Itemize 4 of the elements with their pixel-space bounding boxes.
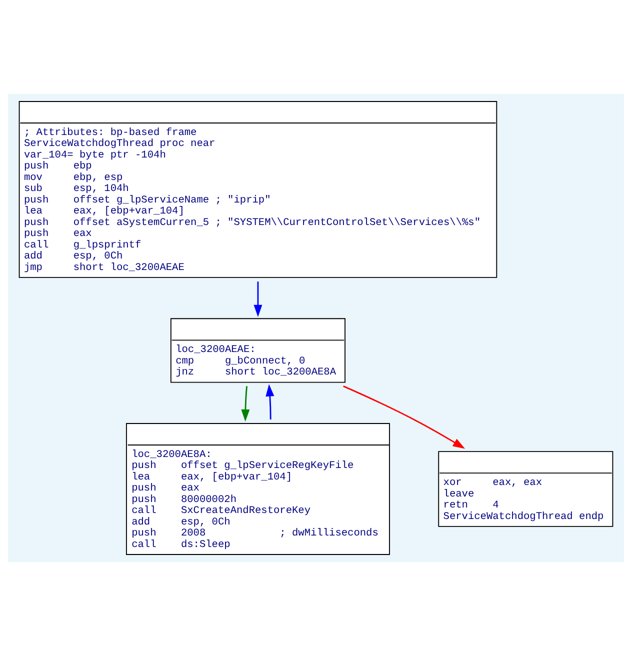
arrow [266, 384, 274, 420]
arrow [343, 386, 466, 449]
arrow [254, 282, 262, 318]
arrow [241, 386, 250, 422]
